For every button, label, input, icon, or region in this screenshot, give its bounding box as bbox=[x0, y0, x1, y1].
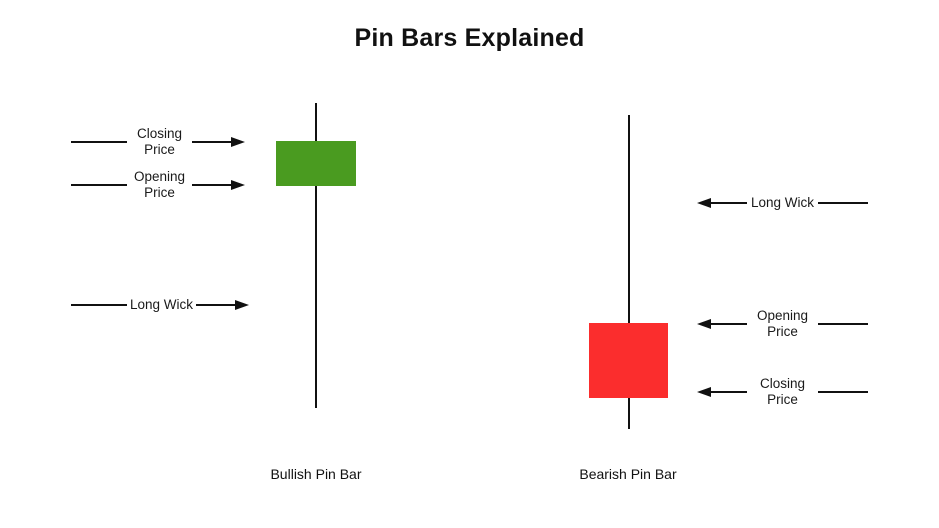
pointer-line bbox=[71, 303, 127, 307]
arrow-left-icon bbox=[697, 319, 747, 329]
arrow-right-icon bbox=[192, 180, 245, 190]
caption-bullish-pin-bar: Bullish Pin Bar bbox=[270, 466, 362, 482]
arrow-right-icon bbox=[196, 300, 250, 310]
pointer-line bbox=[818, 322, 868, 326]
annotation-label: Opening Price bbox=[756, 307, 809, 339]
annotation-bearish-closing-price: Closing Price bbox=[697, 374, 868, 410]
pointer-line bbox=[71, 140, 127, 144]
bullish-candle-wick bbox=[315, 103, 317, 408]
page-title: Pin Bars Explained bbox=[354, 24, 585, 52]
pointer-line bbox=[71, 183, 127, 187]
annotation-bullish-closing-price: Closing Price bbox=[71, 124, 245, 160]
caption-bearish-pin-bar: Bearish Pin Bar bbox=[579, 466, 677, 482]
annotation-label: Long Wick bbox=[130, 296, 194, 312]
pointer-line bbox=[818, 201, 868, 205]
bearish-candle-body bbox=[589, 323, 668, 398]
arrow-right-icon bbox=[192, 137, 245, 147]
annotation-label: Closing Price bbox=[136, 125, 183, 157]
annotation-label: Long Wick bbox=[750, 194, 815, 210]
annotation-bullish-long-wick: Long Wick bbox=[71, 287, 250, 323]
arrow-left-icon bbox=[697, 387, 747, 397]
bearish-candle-wick bbox=[628, 115, 630, 429]
annotation-bullish-opening-price: Opening Price bbox=[71, 167, 245, 203]
annotation-label: Opening Price bbox=[133, 168, 186, 200]
annotation-label: Closing Price bbox=[759, 375, 806, 407]
pointer-line bbox=[818, 390, 868, 394]
bullish-candle-body bbox=[276, 141, 356, 186]
annotation-bearish-long-wick: Long Wick bbox=[697, 185, 868, 221]
annotation-bearish-opening-price: Opening Price bbox=[697, 306, 868, 342]
arrow-left-icon bbox=[697, 198, 747, 208]
